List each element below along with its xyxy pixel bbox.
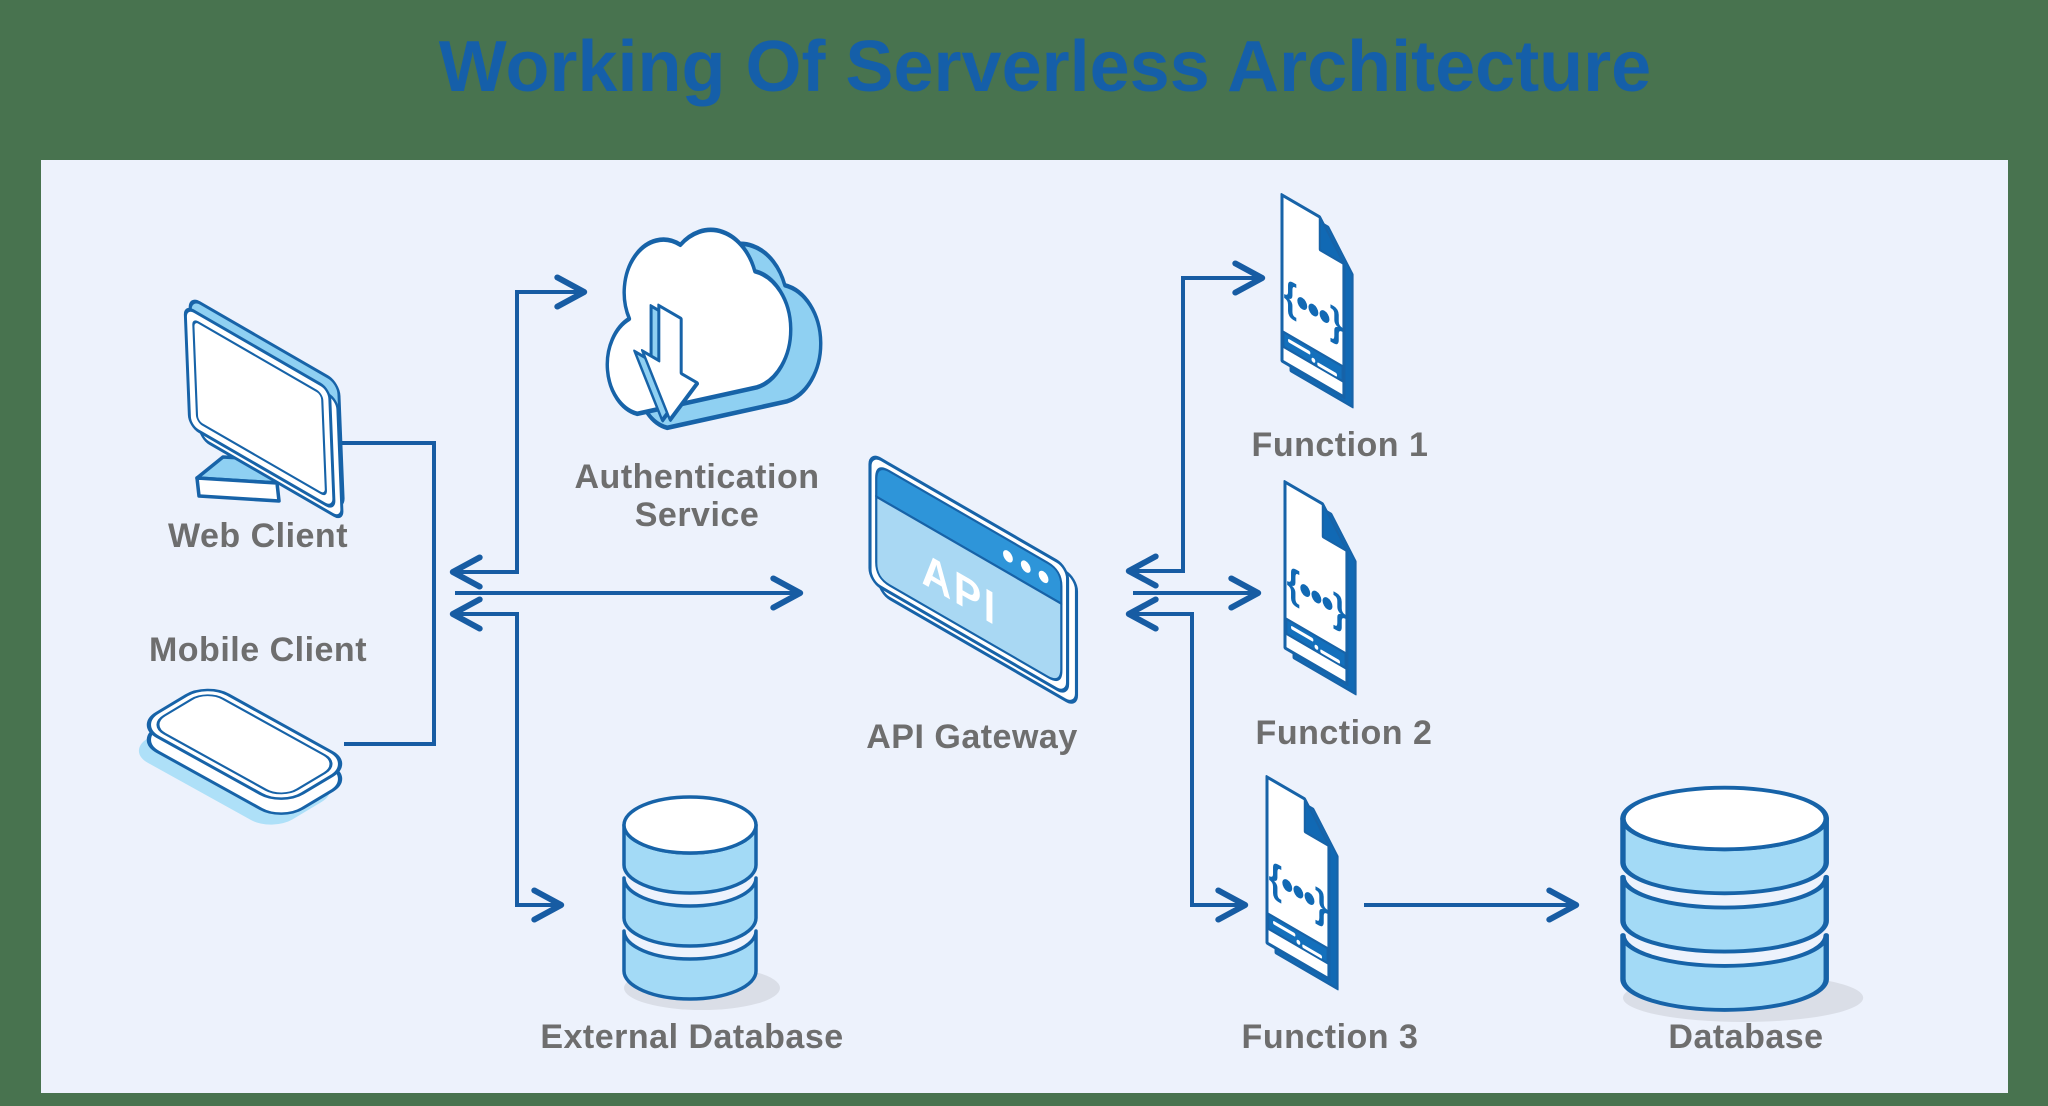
- function-2-label: Function 2: [1255, 714, 1433, 752]
- file-fold: [1321, 502, 1348, 553]
- file-fold: [1303, 797, 1330, 848]
- download-arrow-icon: [633, 303, 700, 423]
- connector-clients-trunk: [340, 441, 436, 746]
- cylinder-band-middle: [622, 876, 758, 948]
- auth-service-label-line1: Authentication: [574, 458, 820, 496]
- smartphone-icon: [138, 688, 343, 825]
- browser-window-icon: API: [868, 455, 1079, 704]
- mobile-client-label: Mobile Client: [148, 631, 368, 669]
- api-gateway-label: API Gateway: [866, 718, 1078, 756]
- auth-service-label: Authentication Service: [575, 458, 820, 534]
- desktop-monitor-icon: [183, 299, 345, 519]
- cylinder-top: [622, 795, 758, 855]
- database-icon: [1620, 785, 1864, 1022]
- connector-clients-external-database: [449, 596, 565, 923]
- function-3-label: Function 3: [1241, 1018, 1419, 1056]
- monitor-stand-front: [195, 476, 281, 503]
- file-fold: [1318, 215, 1345, 266]
- code-file-icon-function-2: {•••}: [1283, 480, 1357, 696]
- external-database-label: External Database: [540, 1018, 844, 1056]
- cylinder-top: [1620, 785, 1829, 852]
- monitor-screen: [183, 299, 345, 519]
- connector-api-function-3: [1125, 596, 1249, 923]
- function-1-label: Function 1: [1251, 426, 1429, 464]
- cylinder-band-bottom: [622, 929, 758, 1001]
- browser-body: [875, 495, 1063, 682]
- code-file-icon-function-1: {•••}: [1280, 193, 1354, 409]
- database-icon-external: [622, 795, 780, 1010]
- phone-body: [146, 688, 343, 800]
- page-title: Working Of Serverless Architecture: [438, 27, 1652, 107]
- browser-dots: [1003, 550, 1049, 584]
- cloud-download-icon: [605, 227, 823, 431]
- browser-header: [875, 467, 1063, 606]
- connector-clients-auth-service: [449, 274, 588, 590]
- cylinder-band-middle: [1620, 874, 1829, 954]
- connector-api-function-1: [1125, 260, 1266, 589]
- code-file-icon-function-3: {•••}: [1265, 775, 1339, 991]
- auth-service-label-line2: Service: [634, 496, 760, 534]
- database-label: Database: [1668, 1018, 1824, 1056]
- web-client-label: Web Client: [167, 517, 349, 555]
- cylinder-band-bottom: [1620, 933, 1829, 1012]
